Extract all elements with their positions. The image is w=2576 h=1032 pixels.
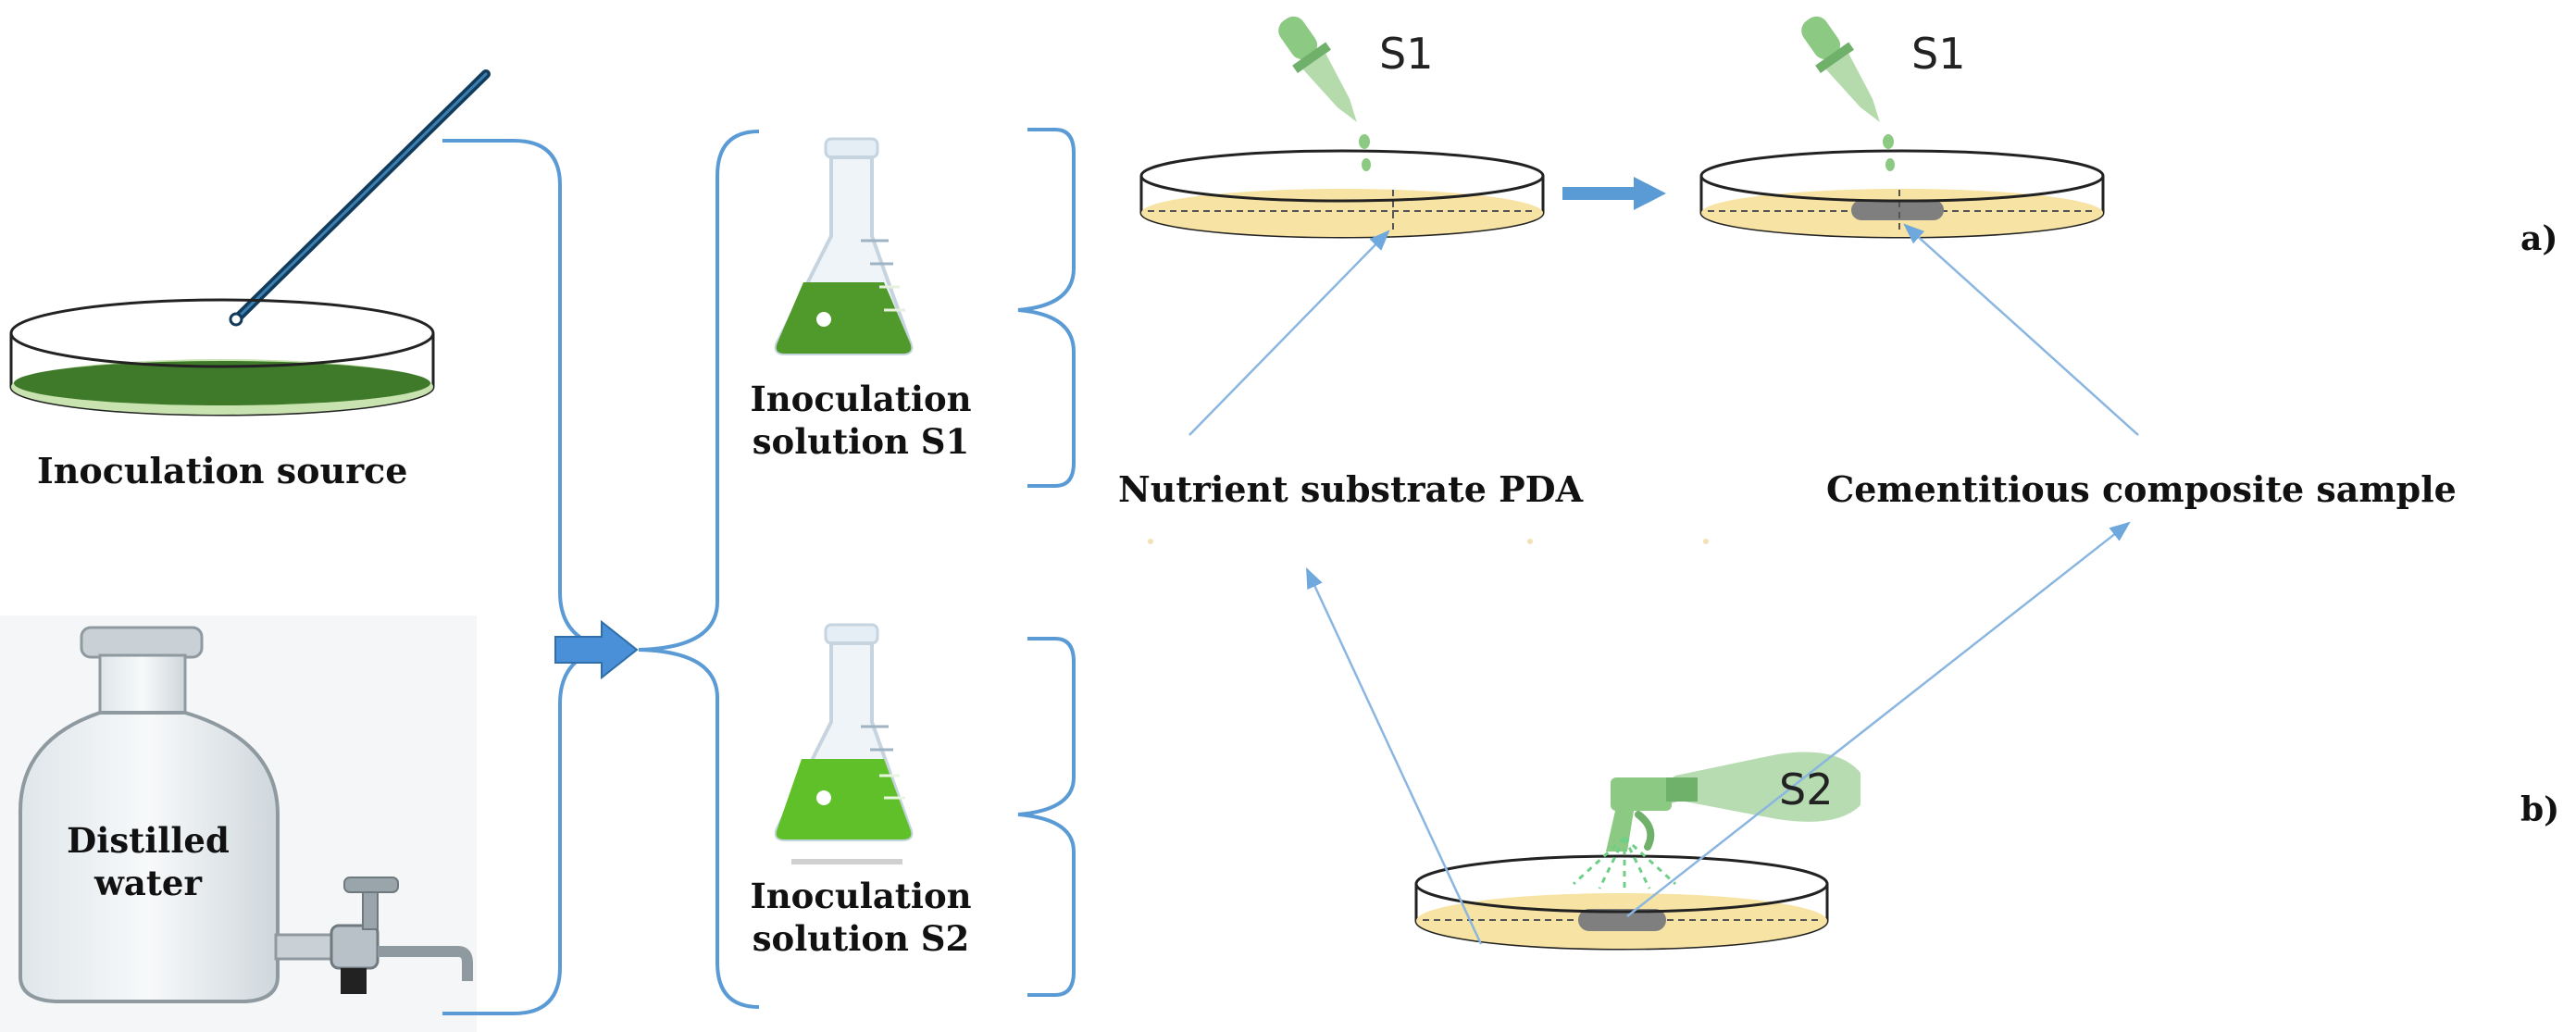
label-inoculation-solution-s2: Inoculation solution S2 bbox=[750, 876, 972, 960]
label-row-b: b) bbox=[2520, 790, 2560, 829]
pointer-arrows bbox=[1188, 223, 2139, 945]
block-arrow bbox=[554, 619, 639, 680]
distilled-water-bottle bbox=[0, 615, 477, 1032]
pipette-1-icon bbox=[1278, 16, 1371, 171]
petri-dish-a2 bbox=[1699, 149, 2105, 239]
flask-s2 bbox=[774, 623, 914, 864]
faint-dots bbox=[1148, 539, 1709, 544]
petri-dish-b bbox=[1414, 854, 1829, 951]
label-s1-pipette-a: S1 bbox=[1379, 29, 1434, 79]
bracket-a bbox=[1017, 128, 1076, 488]
spray-bottle-icon bbox=[1572, 752, 1860, 890]
label-s2-spray: S2 bbox=[1779, 765, 1834, 814]
flask-s1 bbox=[774, 137, 914, 355]
label-row-a: a) bbox=[2520, 219, 2558, 258]
transfer-arrow bbox=[1562, 177, 1666, 210]
pipette-2-icon bbox=[1801, 16, 1895, 171]
label-inoculation-solution-s1: Inoculation solution S1 bbox=[750, 379, 972, 463]
label-composite-sample: Cementitious composite sample bbox=[1826, 468, 2457, 510]
label-s1-pipette-b: S1 bbox=[1911, 29, 1966, 79]
middle-bracket bbox=[638, 130, 760, 1009]
petri-dish-a1 bbox=[1139, 149, 1545, 239]
bracket-b bbox=[1017, 637, 1076, 997]
label-nutrient-substrate: Nutrient substrate PDA bbox=[1118, 468, 1584, 510]
label-distilled-water: Distilled water bbox=[67, 820, 230, 904]
inoculation-source-dish bbox=[9, 69, 491, 417]
label-inoculation-source: Inoculation source bbox=[37, 450, 408, 491]
